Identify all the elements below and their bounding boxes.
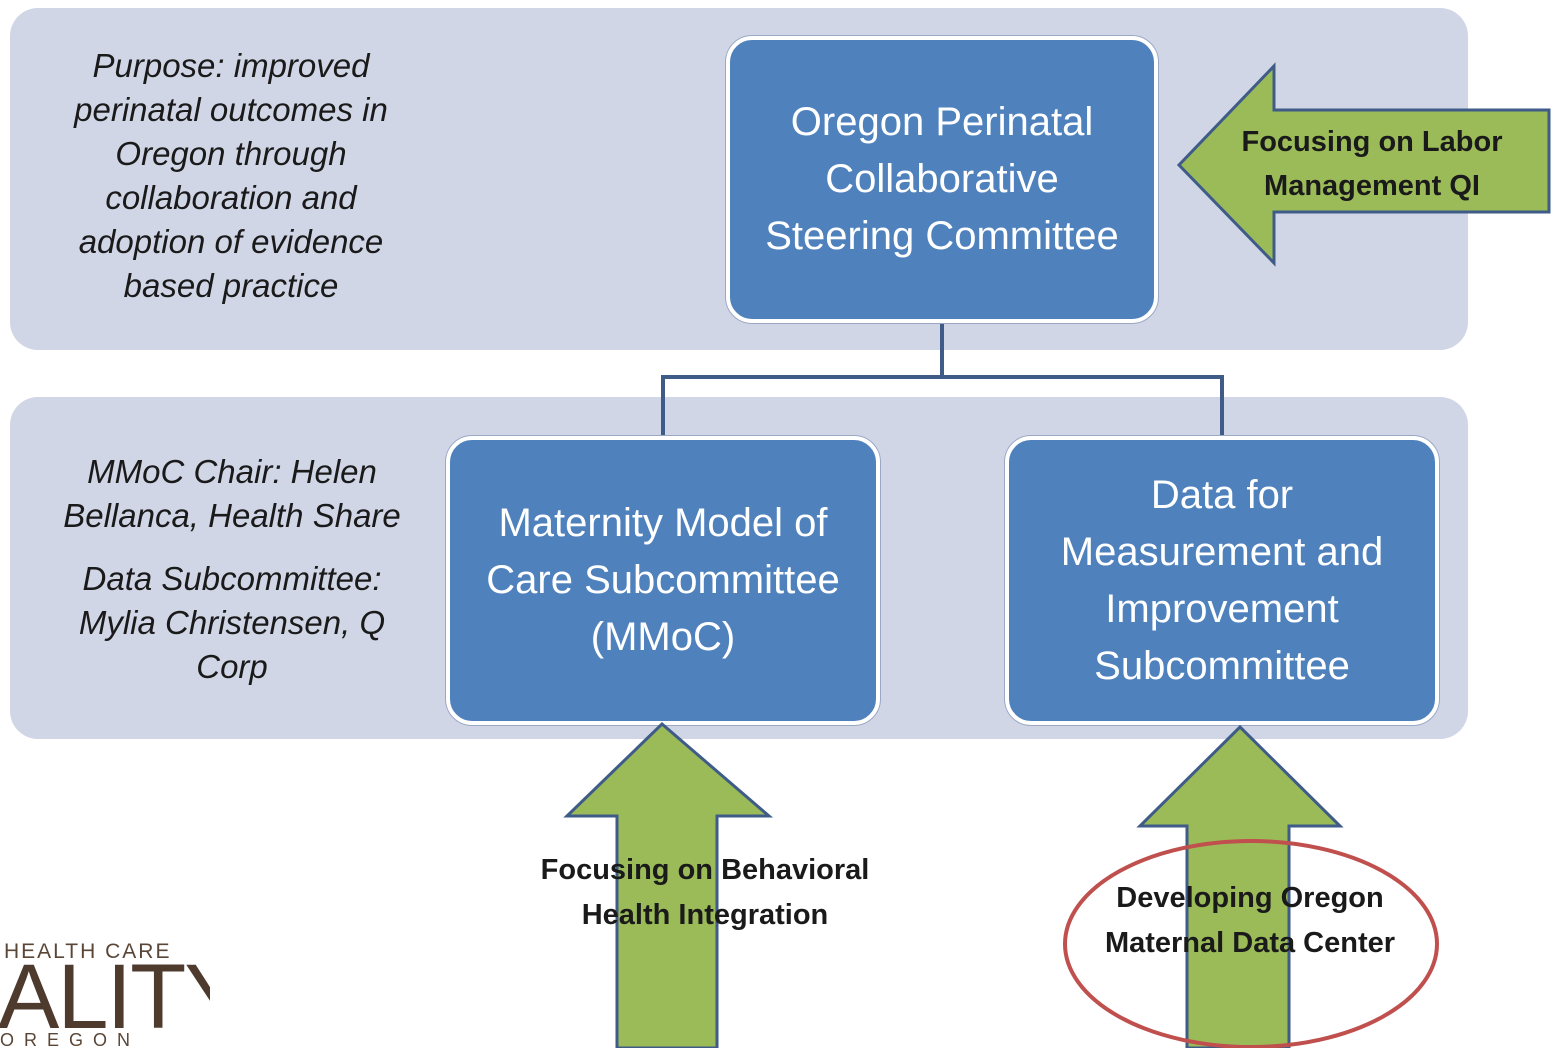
steering-committee-label: Oregon Perinatal Collaborative Steering … bbox=[765, 100, 1119, 258]
purpose-text: Purpose: improved perinatal outcomes in … bbox=[74, 47, 388, 304]
steering-committee-box: Oregon Perinatal Collaborative Steering … bbox=[726, 36, 1158, 323]
labor-arrow bbox=[1176, 62, 1551, 267]
mmoc-subcommittee-label: Maternity Model of Care Subcommittee (MM… bbox=[486, 501, 840, 659]
omdc-highlight-ellipse bbox=[1063, 839, 1439, 1048]
data-subcommittee-text: Data Subcommittee: Mylia Christensen, Q … bbox=[78, 560, 386, 685]
omdc-arrow-label: Developing Oregon Maternal Data Center bbox=[1104, 882, 1396, 959]
mmoc-chair-text: MMoC Chair: Helen Bellanca, Health Share bbox=[63, 453, 401, 534]
logo-bottom-text: OREGON bbox=[0, 1030, 141, 1048]
logo-top-text: HEALTH CARE bbox=[4, 940, 172, 963]
data-subcommittee-box: Data for Measurement and Improvement Sub… bbox=[1005, 436, 1439, 725]
omdc-arrow bbox=[1136, 724, 1344, 1048]
behavioral-arrow-label: Focusing on Behavioral Health Integratio… bbox=[540, 854, 870, 931]
health-care-quality-logo: HEALTH CARE ALITY OREGON bbox=[0, 938, 210, 1048]
behavioral-arrow bbox=[563, 721, 774, 1048]
data-subcommittee-label: Data for Measurement and Improvement Sub… bbox=[1060, 472, 1384, 688]
logo-main-text: ALITY bbox=[0, 946, 210, 1048]
labor-arrow-label: Focusing on Labor Management QI bbox=[1241, 126, 1503, 202]
